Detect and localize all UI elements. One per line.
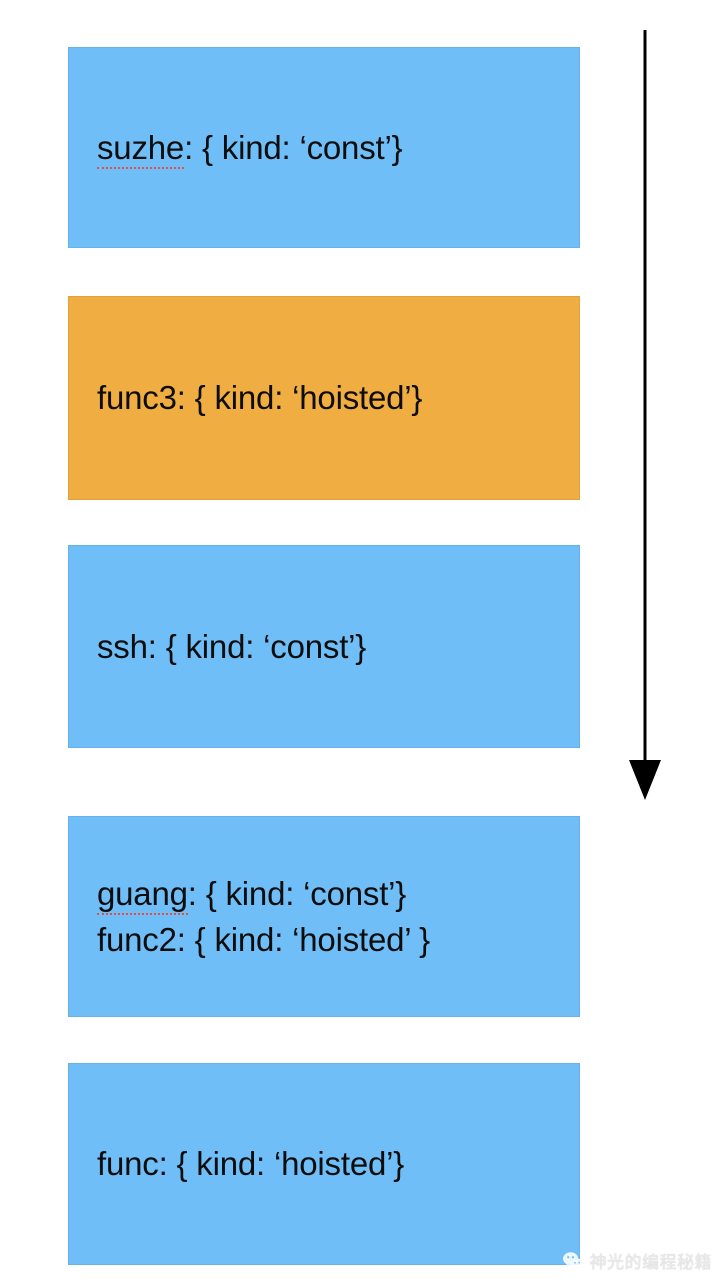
entry-rest: : { kind: ‘const’}	[147, 627, 367, 665]
scope-box-1[interactable]: suzhe: { kind: ‘const’}	[68, 47, 580, 248]
downward-arrow-icon	[629, 30, 661, 800]
scope-box-2[interactable]: func3: { kind: ‘hoisted’}	[68, 296, 580, 500]
entry-rest: : { kind: ‘hoisted’ }	[176, 920, 430, 958]
scope-entry: suzhe: { kind: ‘const’}	[97, 125, 579, 171]
wechat-icon	[562, 1251, 583, 1271]
scope-box-3[interactable]: ssh: { kind: ‘const’}	[68, 545, 580, 748]
scope-entry: func2: { kind: ‘hoisted’ }	[97, 917, 579, 963]
scope-entry: guang: { kind: ‘const’}	[97, 871, 579, 917]
scope-entry: func3: { kind: ‘hoisted’}	[97, 375, 579, 421]
entry-rest: : { kind: ‘hoisted’}	[158, 1145, 405, 1182]
identifier-func2: func2	[97, 920, 177, 958]
scope-box-4[interactable]: guang: { kind: ‘const’} func2: { kind: ‘…	[68, 816, 580, 1017]
watermark-text: 神光的编程秘籍	[589, 1253, 712, 1273]
identifier-guang: guang	[97, 871, 188, 917]
entry-rest: : { kind: ‘const’}	[187, 874, 407, 912]
entry-rest: : { kind: ‘const’}	[184, 128, 403, 166]
identifier-func3: func3	[97, 379, 177, 416]
watermark: 神光的编程秘籍	[562, 1248, 713, 1273]
entry-rest: : { kind: ‘hoisted’}	[176, 379, 423, 416]
identifier-suzhe: suzhe	[97, 125, 184, 171]
identifier-func: func	[97, 1145, 159, 1182]
identifier-ssh: ssh	[97, 627, 148, 665]
scope-entry: ssh: { kind: ‘const’}	[97, 624, 579, 670]
scope-box-5[interactable]: func: { kind: ‘hoisted’}	[68, 1063, 580, 1265]
scope-entry: func: { kind: ‘hoisted’}	[97, 1141, 579, 1187]
